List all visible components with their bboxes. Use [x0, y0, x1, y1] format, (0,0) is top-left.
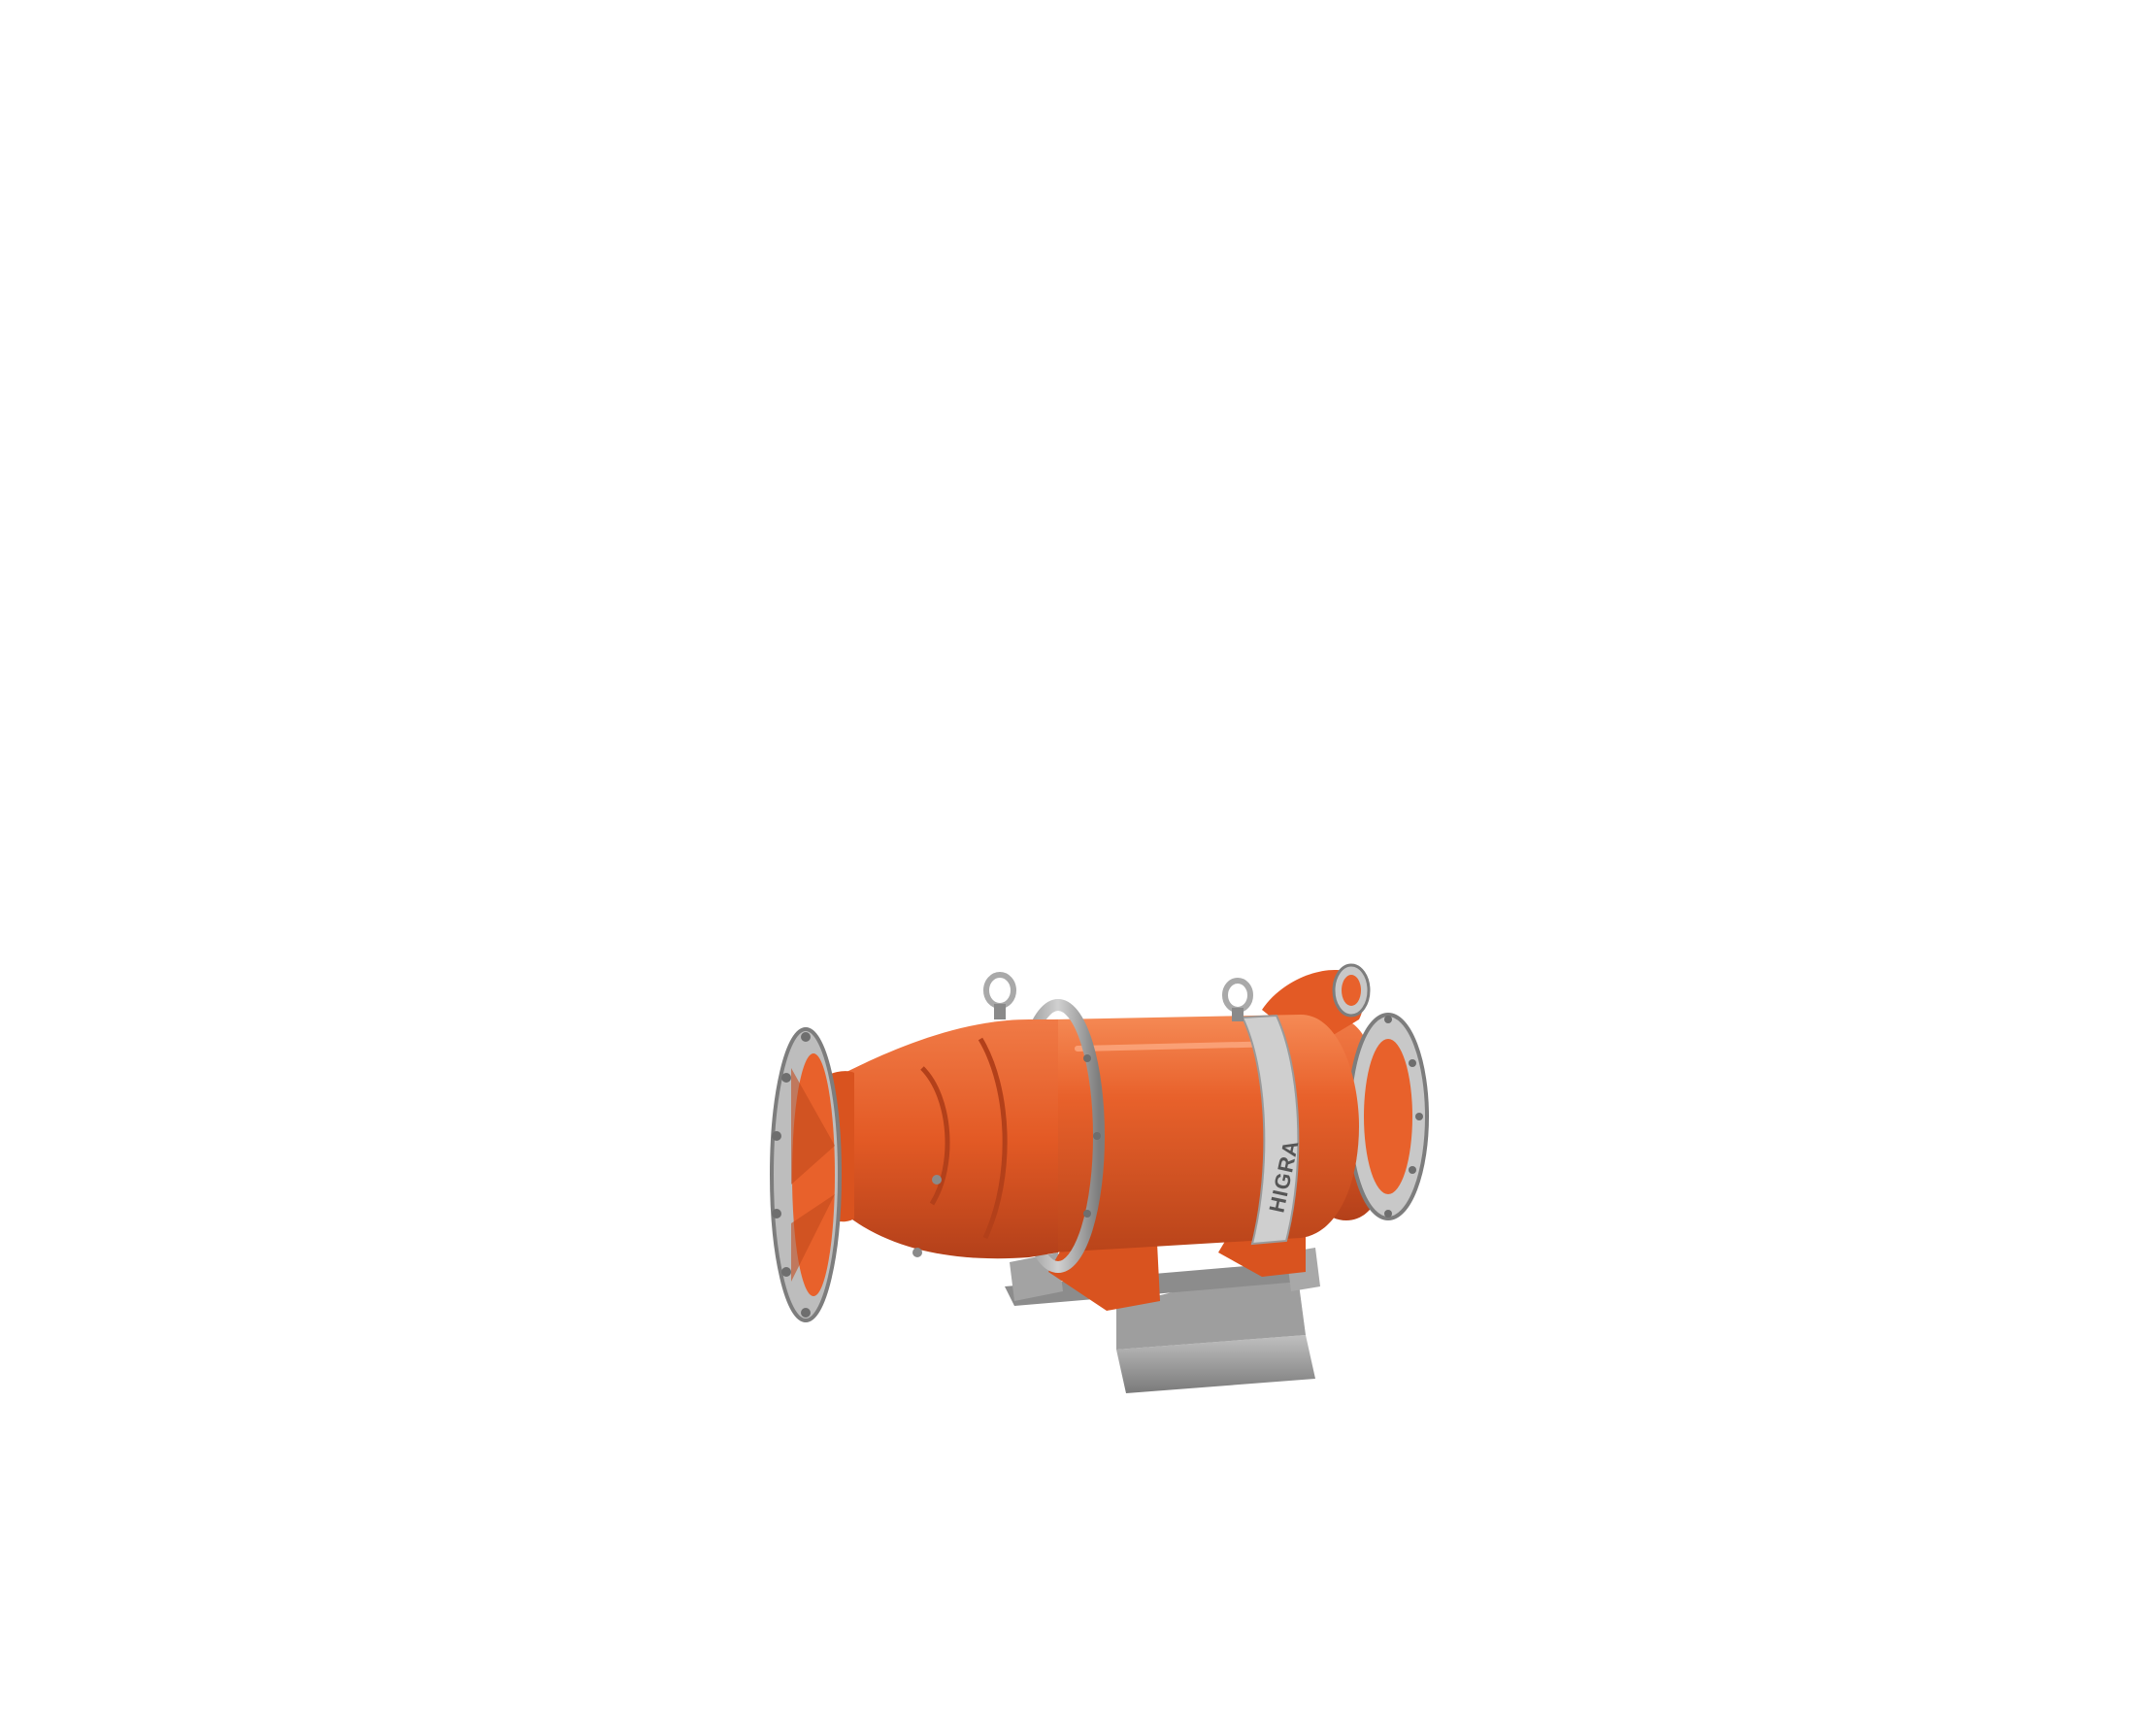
suction-cone: [806, 1019, 1058, 1259]
lifting-eyes: [983, 972, 1253, 1021]
inlet-flange: [770, 1027, 842, 1322]
motor-body: HIGRA: [1053, 1014, 1359, 1252]
